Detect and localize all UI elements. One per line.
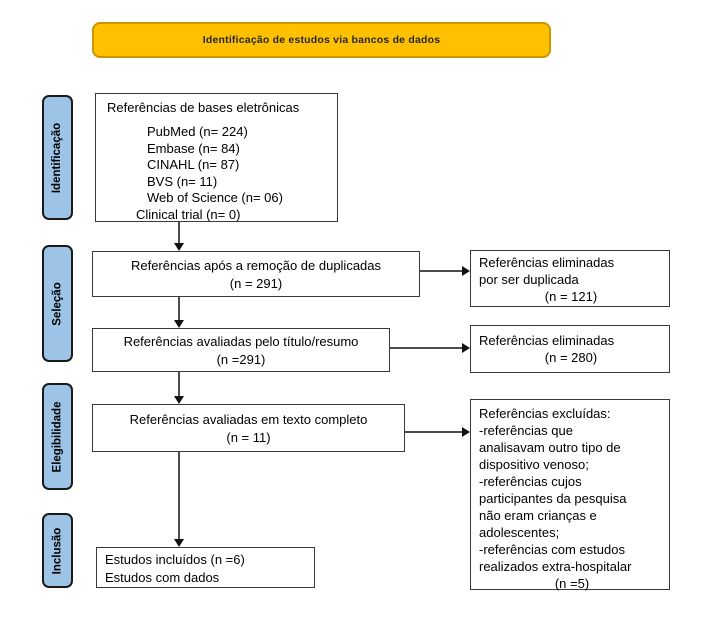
arrow-dedup-to-eliminated-line — [420, 270, 463, 272]
stage-elegibilidade: Elegibilidade — [42, 383, 73, 490]
fulltext-line1: Referências avaliadas em texto completo — [129, 412, 368, 427]
arrow-fulltext-to-included-head — [174, 539, 184, 547]
box-full-text-assessed: Referências avaliadas em texto completo … — [92, 404, 405, 452]
sources-title: Referências de bases eletrônicas — [107, 100, 300, 115]
stage-inclusao-label: Inclusão — [51, 527, 64, 574]
box-eliminated-screening: Referências eliminadas (n = 280) — [470, 325, 670, 373]
excl-dup-line1: Referências eliminadas — [479, 255, 615, 270]
arrow-fulltext-to-excluded-line — [405, 431, 463, 433]
excl-full-line-6: não eram crianças e — [479, 508, 597, 523]
source-cinahl: CINAHL (n= 87) — [147, 157, 240, 172]
excl-full-line-4: -referências cujos — [479, 474, 582, 489]
dedup-line1: Referências após a remoção de duplicadas — [130, 258, 382, 273]
title-abstract-count: (n =291) — [216, 352, 266, 367]
box-excluded-full-text-reasons: Referências excluídas: -referências que … — [470, 399, 670, 591]
source-bvs: BVS (n= 11) — [147, 173, 218, 189]
excl-full-line-7: adolescentes; — [479, 525, 560, 540]
excl-full-line-9: realizados extra-hospitalar — [479, 559, 632, 574]
arrow-titleabstract-to-eliminated-head — [462, 343, 470, 353]
excl-full-line-5: participantes da pesquisa — [479, 491, 627, 506]
box-electronic-sources: Referências de bases eletrônicas PubMed … — [95, 93, 338, 222]
stage-inclusao: Inclusão — [42, 513, 73, 588]
excl-full-line-1: -referências que — [479, 423, 573, 438]
excl-dup-count: (n = 121) — [544, 289, 598, 304]
arrow-dedup-to-eliminated-head — [462, 266, 470, 276]
excl-full-line-8: -referências com estudos — [479, 542, 625, 557]
arrow-titleabstract-to-eliminated-line — [390, 347, 463, 349]
stage-identificacao-label: Identificação — [51, 122, 64, 193]
source-clinical-trial: Clinical trial (n= 0) — [136, 206, 241, 222]
source-pubmed: PubMed (n= 224) — [147, 124, 248, 139]
excl-screen-line1: Referências eliminadas — [479, 333, 615, 348]
arrow-dedup-to-titleabstract-line — [178, 297, 180, 321]
excl-full-line-3: dispositivo venoso; — [479, 457, 589, 472]
title-abstract-line1: Referências avaliadas pelo título/resumo — [123, 334, 359, 349]
dedup-count: (n = 291) — [229, 276, 283, 291]
arrow-titleabstract-to-fulltext-line — [178, 372, 180, 397]
box-eliminated-duplicates: Referências eliminadas por ser duplicada… — [470, 250, 670, 307]
included-line1: Estudos incluídos (n =6) — [105, 552, 245, 567]
stage-selecao-label: Seleção — [51, 281, 64, 326]
banner-label: Identificação de estudos via bancos de d… — [202, 34, 441, 46]
arrow-dedup-to-titleabstract-head — [174, 320, 184, 328]
stage-identificacao: Identificação — [42, 95, 73, 220]
arrow-sources-to-dedup-line — [178, 222, 180, 244]
excl-dup-line2: por ser duplicada — [479, 272, 579, 287]
arrow-sources-to-dedup-head — [174, 243, 184, 251]
arrow-fulltext-to-included-line — [178, 452, 180, 540]
box-title-abstract-screened: Referências avaliadas pelo título/resumo… — [92, 328, 390, 372]
arrow-titleabstract-to-fulltext-head — [174, 396, 184, 404]
excl-full-title: Referências excluídas: — [479, 406, 611, 421]
source-embase: Embase (n= 84) — [147, 140, 240, 156]
excl-full-line-2: analisavam outro tipo de — [479, 440, 621, 455]
arrow-fulltext-to-excluded-head — [462, 427, 470, 437]
included-line2: Estudos com dados — [105, 570, 220, 585]
stage-elegibilidade-label: Elegibilidade — [51, 401, 64, 472]
excl-screen-count: (n = 280) — [544, 350, 598, 365]
stage-selecao: Seleção — [42, 245, 73, 362]
box-after-duplicates-removed: Referências após a remoção de duplicadas… — [92, 251, 420, 297]
source-web-of-science: Web of Science (n= 06) — [147, 190, 283, 205]
box-studies-included: Estudos incluídos (n =6) Estudos com dad… — [96, 547, 315, 588]
fulltext-count: (n = 11) — [226, 430, 271, 445]
banner-identificacao-via-bancos: Identificação de estudos via bancos de d… — [92, 22, 551, 58]
excl-full-count: (n =5) — [554, 576, 590, 591]
